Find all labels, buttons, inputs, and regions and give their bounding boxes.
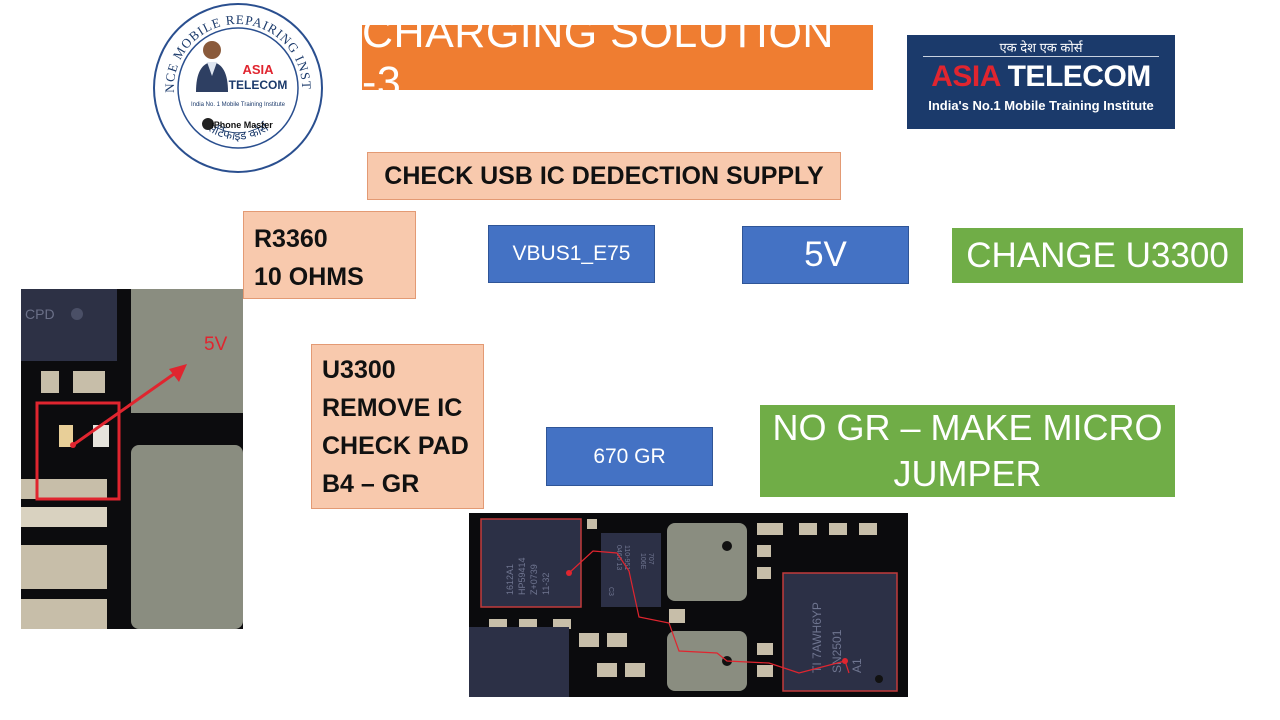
five-volt-marker: 5V	[204, 334, 228, 355]
banner-brand-white: TELECOM	[1007, 60, 1152, 93]
seal-center-line1: ASIA	[242, 62, 274, 77]
u3300-line4: B4 – GR	[322, 470, 420, 498]
chip1-line3: Z+0739	[529, 564, 539, 595]
u3300-note: U3300 REMOVE IC CHECK PAD B4 – GR	[311, 344, 484, 509]
seal-badge: iPhone Master	[211, 120, 273, 130]
r3360-line1: R3360	[254, 225, 328, 253]
ground-670-label: 670 GR	[546, 427, 713, 486]
change-u3300-label: CHANGE U3300	[952, 228, 1243, 283]
chip3-line2: SN2501	[830, 629, 844, 673]
chip2-line3: C3	[607, 587, 614, 596]
nogr-line1: NO GR – MAKE MICRO	[772, 407, 1163, 448]
instructor-portrait	[196, 41, 228, 92]
chip2-line5: 707	[647, 553, 654, 565]
chip2-line4: 106E	[639, 553, 646, 570]
banner-hindi-tagline: एक देश एक कोर्स	[999, 40, 1083, 55]
asia-telecom-banner-logo: एक देश एक कोर्स ASIA TELECOM India's No.…	[907, 35, 1175, 129]
banner-brand: ASIA TELECOM	[907, 60, 1175, 94]
chip1-line1: 1612A1	[505, 564, 515, 595]
jumper-trace-path	[568, 550, 850, 674]
r3360-note: R3360 10 OHMS	[243, 211, 416, 299]
institute-seal-logo: ADVANCE MOBILE REPAIRING INSTITUTE सर्टि…	[147, 0, 324, 174]
banner-brand-red: ASIA	[931, 60, 1000, 93]
page-title: CHARGING SOLUTION -3	[362, 9, 873, 106]
highlight-box	[35, 401, 121, 501]
nogr-line2: JUMPER	[893, 453, 1042, 494]
seal-tagline: India No. 1 Mobile Training Institute	[191, 102, 286, 108]
chip3-line3: A1	[850, 658, 864, 673]
u3300-line1: U3300	[322, 356, 396, 384]
seal-center-line2: TELECOM	[229, 78, 288, 92]
apple-icon	[202, 118, 214, 130]
r3360-line2: 10 OHMS	[254, 263, 364, 291]
chip1-line2: HP59414	[517, 557, 527, 595]
chip-text-cpd: CPD	[25, 306, 55, 322]
board-closeup-left: CPD	[21, 289, 243, 629]
u3300-line3: CHECK PAD	[322, 432, 469, 460]
vbus-label: VBUS1_E75	[488, 225, 655, 283]
arrow-head	[169, 364, 187, 382]
seal-bottom-text: सर्टिफाइड कोर्स	[205, 120, 271, 143]
no-ground-jumper-label: NO GR – MAKE MICRO JUMPER	[760, 405, 1175, 497]
check-usb-heading: CHECK USB IC DEDECTION SUPPLY	[367, 152, 841, 200]
chip3-line1: TI 7AWH6YP	[810, 602, 824, 673]
chip1-line4: 11-32	[541, 573, 551, 595]
chip2-line1: 110-951	[623, 545, 630, 570]
five-volt-label: 5V	[742, 226, 909, 284]
board-closeup-bottom: 1612A1 HP59414 Z+0739 11-32 110-951 0460…	[469, 513, 908, 697]
u3300-line2: REMOVE IC	[322, 394, 463, 422]
arrow-line	[72, 367, 182, 447]
chip2-line2: 0460 13	[615, 545, 622, 570]
banner-tagline: India's No.1 Mobile Training Institute	[928, 98, 1154, 113]
banner-divider	[923, 56, 1159, 57]
